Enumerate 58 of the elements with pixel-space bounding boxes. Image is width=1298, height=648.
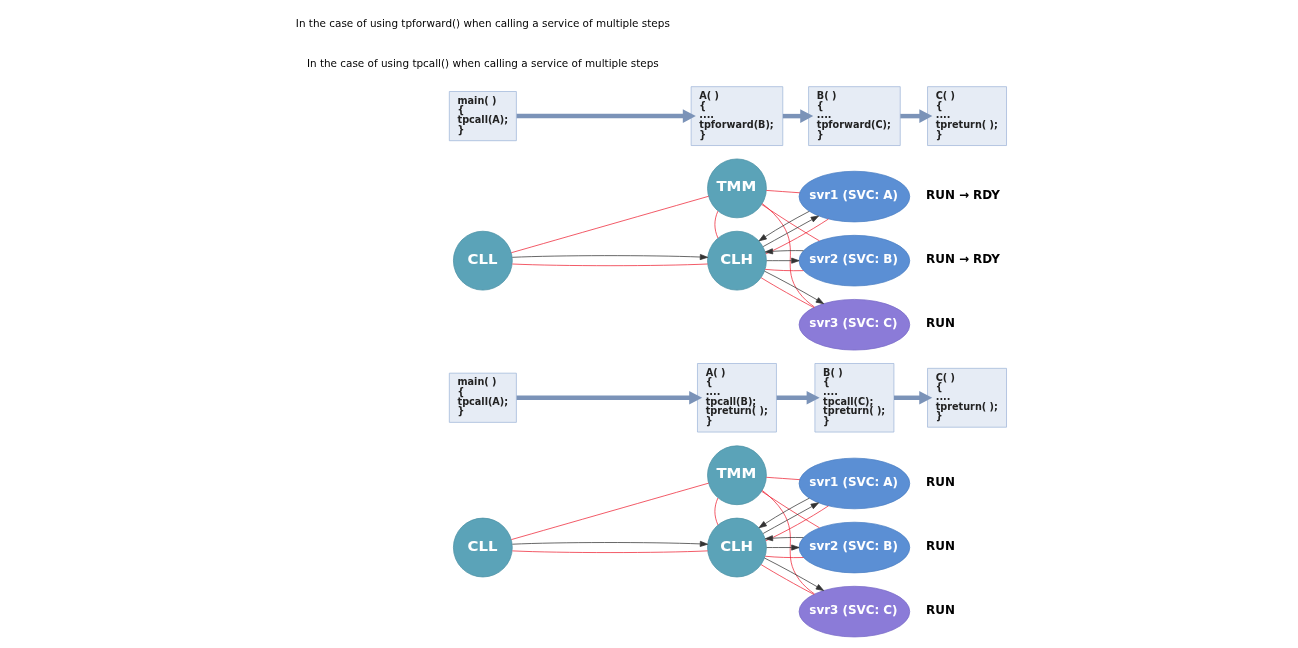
node-label: RUN	[925, 602, 955, 617]
arrow	[899, 109, 932, 123]
connector	[511, 263, 708, 267]
node-box: C( ) { .... tpreturn( ); }	[926, 367, 1007, 428]
connector	[764, 505, 829, 542]
node-box: B( ) { .... tpforward(C); }	[807, 86, 901, 146]
label: In the case of using tpforward() when calling a service of multiple steps	[295, 17, 670, 30]
arrow	[762, 215, 819, 247]
node-box: A( ) { .... tpcall(B); tpreturn( ); }	[696, 363, 777, 433]
connector	[760, 204, 820, 242]
node-label: RUN → RDY	[925, 187, 1000, 202]
connector	[510, 482, 709, 540]
connector	[760, 277, 814, 308]
connector	[510, 195, 709, 254]
label: In the case of using tpcall() when calling a service of multiple steps	[306, 57, 659, 70]
connector	[764, 269, 804, 272]
node-box: main( ) { tpcall(A); }	[448, 91, 517, 142]
connector	[760, 564, 814, 595]
arrow	[758, 210, 810, 242]
node-label: RUN	[925, 474, 955, 489]
connector	[765, 190, 800, 194]
arrow	[763, 270, 824, 305]
arrow	[516, 390, 702, 405]
node-label: RUN → RDY	[925, 251, 1000, 266]
node-box: C( ) { .... tpreturn( ); }	[926, 86, 1007, 146]
arrow	[511, 254, 708, 260]
arrow	[516, 109, 696, 123]
arrow	[758, 497, 810, 529]
arrow	[764, 248, 804, 255]
node-label: RUN	[925, 315, 955, 330]
connector	[765, 476, 800, 481]
arrow	[764, 535, 804, 542]
arrow	[893, 390, 932, 405]
connector	[764, 555, 804, 558]
connector	[760, 491, 820, 529]
arrow	[776, 390, 820, 405]
node-box: main( ) { tpcall(A); }	[448, 372, 517, 423]
node-box: A( ) { .... tpforward(B); }	[690, 86, 783, 146]
node-circle: CLL	[452, 230, 513, 291]
connector	[761, 203, 815, 308]
arrow	[782, 109, 813, 123]
arrow	[765, 257, 799, 264]
connector	[764, 218, 829, 255]
node-circle: TMM	[706, 158, 767, 219]
node-box: B( ) { .... tpcall(C); tpreturn( ); }	[814, 363, 894, 433]
arrow	[763, 557, 824, 591]
node-label: RUN	[925, 538, 955, 553]
arrow	[511, 540, 708, 547]
connector	[761, 490, 815, 595]
connector	[714, 497, 718, 526]
node-ellipse: svr2 (SVC: B)	[798, 234, 910, 287]
arrow	[762, 502, 819, 534]
node-ellipse: svr2 (SVC: B)	[798, 521, 910, 574]
node-circle: CLL	[452, 517, 513, 578]
node-circle: TMM	[706, 445, 767, 506]
connector	[714, 210, 718, 239]
arrow	[765, 544, 799, 551]
connector	[511, 550, 708, 553]
